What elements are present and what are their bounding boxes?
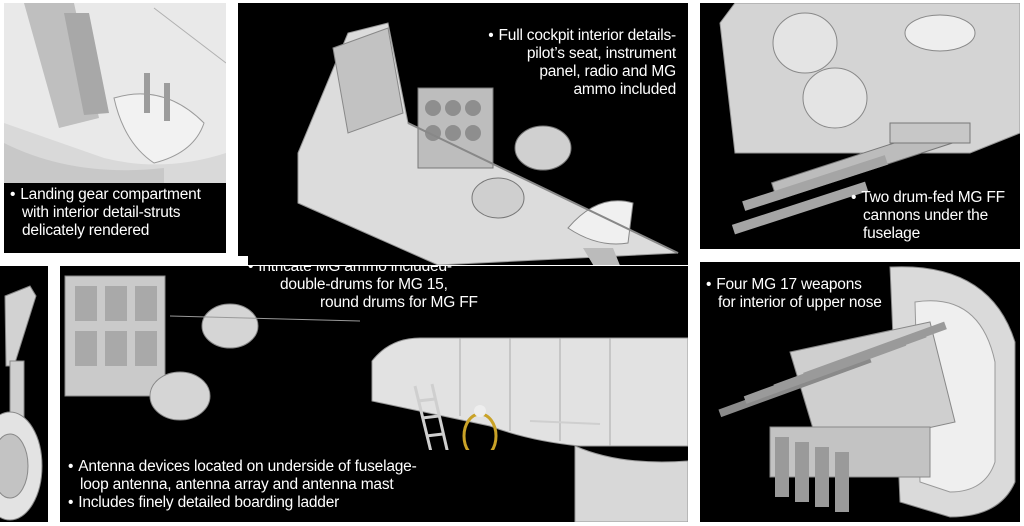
caption-line: Four MG 17 weapons [706,276,882,294]
panel-mg-ff: Two drum-fed MG FF cannons under the fus… [700,3,1020,249]
panel-gear-strut [0,266,48,522]
caption-line: panel, radio and MG [539,63,676,80]
panel-mg17: Four MG 17 weapons for interior of upper… [700,262,1020,522]
panel-cockpit: Full cockpit interior details- pilot’s s… [238,3,688,265]
mg-ff-caption: Two drum-fed MG FF cannons under the fus… [851,189,1005,243]
landing-gear-caption: Landing gear compartment with interior d… [10,186,201,240]
caption-line: for interior of upper nose [718,294,882,311]
caption-line: Antenna devices located on underside of … [68,458,417,476]
caption-line: Intricate MG ammo included- [248,266,478,276]
mg17-caption: Four MG 17 weapons for interior of upper… [706,276,882,312]
caption-line: loop antenna, antenna array and antenna … [80,476,394,493]
cockpit-illustration [297,22,679,265]
caption-line: pilot’s seat, instrument [526,45,676,62]
ammo-illustration [60,266,688,522]
caption-line: Includes finely detailed boarding ladder [68,494,417,512]
gear-strut-illustration [0,285,43,521]
caption-line: Landing gear compartment [10,186,201,204]
caption-line: fuselage [863,225,921,242]
caption-line: with interior detail-struts [22,204,181,221]
caption-line: round drums for MG FF [320,294,478,311]
divider [48,256,248,266]
mg17-illustration [718,266,1016,518]
mg-ff-illustration [719,3,1020,235]
caption-line: Two drum-fed MG FF [851,189,1005,207]
panel-landing-gear: Landing gear compartment with interior d… [4,3,226,253]
cockpit-caption: Full cockpit interior details- pilot’s s… [488,27,677,99]
caption-line: Full cockpit interior details- [488,27,677,45]
antenna-caption: Antenna devices located on underside of … [68,458,417,512]
caption-line: double-drums for MG 15, [280,276,448,293]
caption-line: ammo included [573,81,676,98]
landing-gear-illustration [4,3,226,183]
ammo-caption: Intricate MG ammo included- double-drums… [248,266,478,312]
caption-line: delicately rendered [22,222,150,239]
caption-line: cannons under the [863,207,989,224]
